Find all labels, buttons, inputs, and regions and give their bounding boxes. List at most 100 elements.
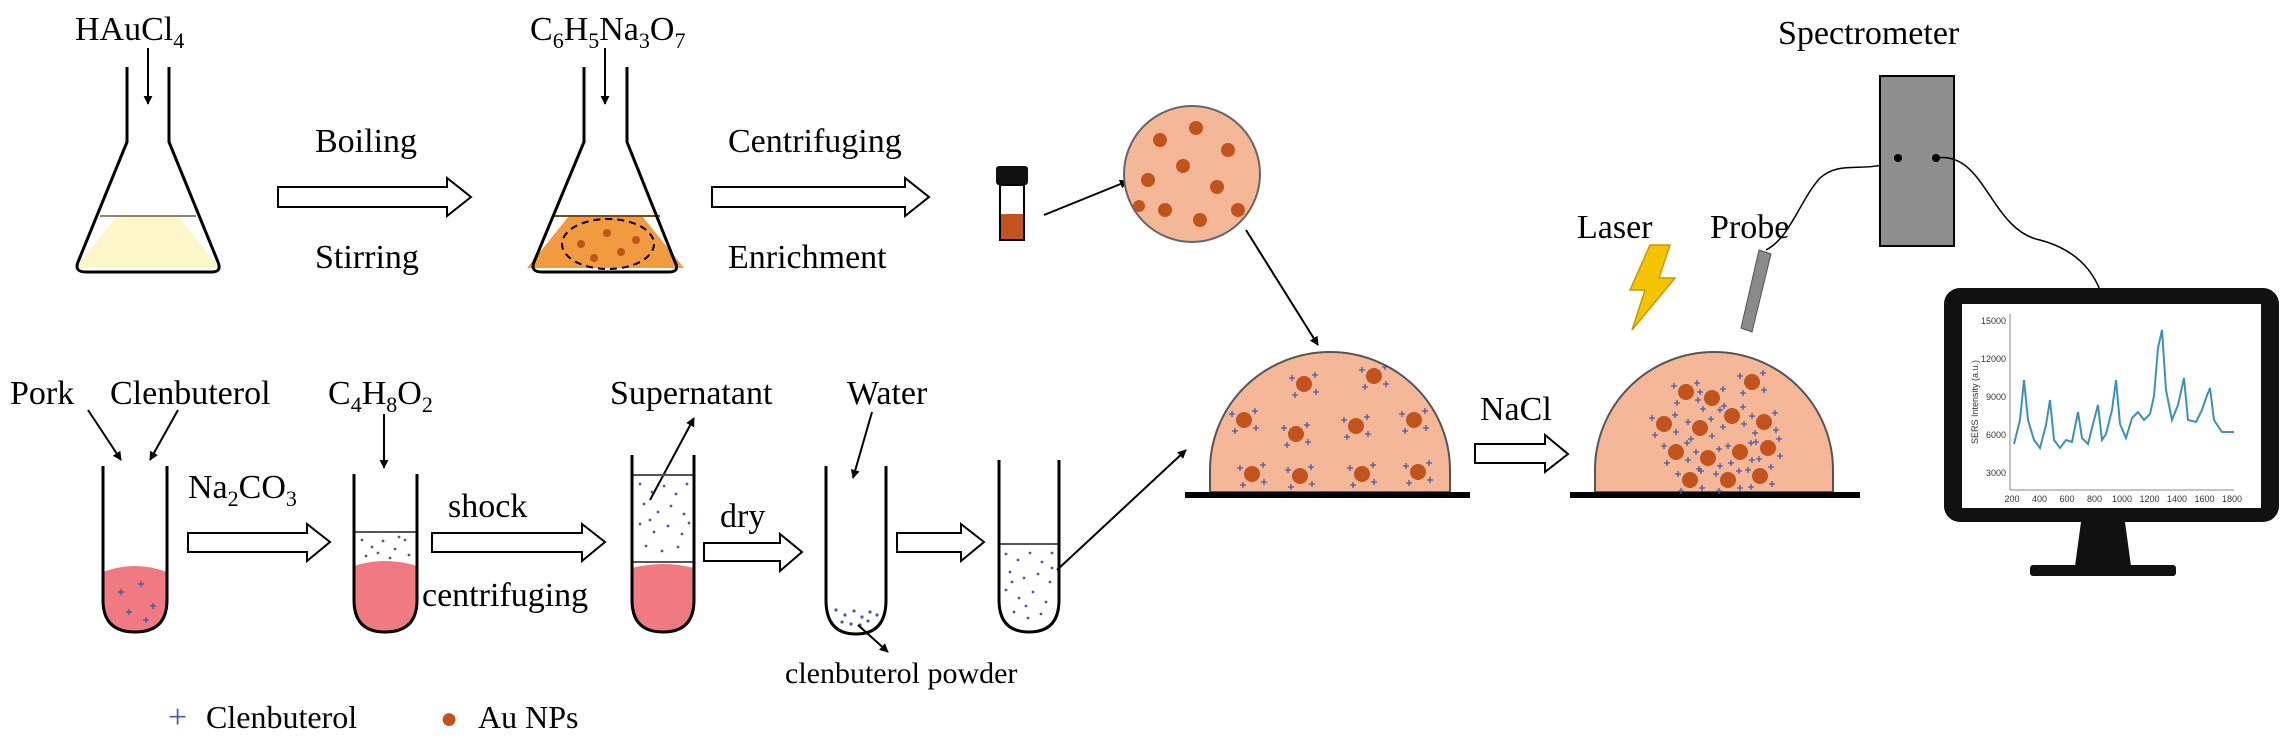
boiling-stirring-arrow (277, 175, 473, 219)
spectrum-x-tick: 200 (2004, 494, 2019, 504)
powder-arrow (857, 624, 889, 653)
haucl4-label: HAuCl4 (75, 11, 184, 53)
flask-gold-colloid (527, 67, 684, 274)
probe-cable (1765, 157, 1899, 251)
pork-label: Pork (10, 375, 74, 412)
supernatant-label: Supernatant (610, 375, 773, 412)
spectrum-x-tick: 1400 (2167, 494, 2187, 504)
legend: + Clenbuterol ● Au NPs (168, 699, 578, 736)
spectrum-ylabel: SERS Intensity (a.u.) (1970, 360, 1980, 444)
supernatant-arrow (649, 417, 695, 501)
monitor-icon (1944, 288, 2279, 576)
au-np-zoom-circle (1123, 105, 1261, 243)
functionalized-au-np (1713, 468, 1743, 494)
legend-clenbuterol-label: Clenbuterol (206, 699, 357, 735)
droplet-aggregated (1570, 351, 1860, 498)
functionalized-au-np (1685, 416, 1715, 442)
stirring-label: Stirring (315, 239, 419, 276)
spectrometer-icon (1879, 75, 1955, 247)
functionalized-au-np (1753, 436, 1783, 462)
spectrum-x-tick: 1200 (2139, 494, 2159, 504)
functionalized-au-np (1661, 440, 1691, 466)
functionalized-au-np (1671, 380, 1701, 406)
spectrum-x-tick: 1800 (2222, 494, 2242, 504)
na2co3-arrow (187, 521, 332, 564)
functionalized-au-np (1737, 370, 1767, 396)
flask-haucl4 (75, 67, 221, 274)
laser-bolt-icon (1628, 244, 1677, 331)
laser-label: Laser (1577, 209, 1653, 246)
clenbuterol-input-label: Clenbuterol (110, 375, 271, 412)
functionalized-au-np (1229, 408, 1259, 434)
functionalized-au-np (1675, 468, 1705, 494)
spectrometer-label: Spectrometer (1778, 15, 1960, 52)
shock-label: shock (448, 488, 527, 525)
functionalized-au-np (1749, 410, 1779, 436)
functionalized-au-np (1285, 464, 1315, 490)
tube-redissolved (997, 460, 1061, 634)
centrifuging-top-label: Centrifuging (728, 123, 902, 160)
spectrum-y-tick: 3000 (1986, 468, 2006, 478)
shock-centrifuging-arrow (431, 521, 607, 564)
vial-to-zoom-arrow (1043, 179, 1129, 216)
clenbuterol-input-arrow (149, 409, 179, 461)
spectrum-y-tick: 6000 (1986, 430, 2006, 440)
tube-centrifuged (630, 455, 696, 634)
functionalized-au-np (1745, 464, 1775, 490)
centrifuging-enrichment-arrow (711, 175, 931, 219)
functionalized-au-np (1649, 412, 1679, 438)
spectrum-x-tick: 1000 (2112, 494, 2132, 504)
functionalized-au-np (1717, 404, 1747, 430)
na2co3-label: Na2CO3 (188, 469, 297, 511)
haucl4-solution (76, 216, 220, 268)
dry-arrow (703, 531, 804, 574)
probe-icon (1740, 249, 1772, 333)
functionalized-au-np (1359, 364, 1389, 390)
dissolve-arrow (896, 521, 986, 564)
boiling-label: Boiling (315, 123, 417, 160)
functionalized-au-np (1289, 372, 1319, 398)
spectrum-line (2013, 329, 2234, 451)
spectrum-x-tick: 800 (2087, 494, 2102, 504)
tube-pork-sample (101, 466, 169, 634)
tube-extraction (352, 474, 419, 634)
water-label: Water (847, 375, 928, 412)
probe-label: Probe (1710, 209, 1789, 246)
functionalized-au-np (1399, 408, 1429, 434)
spectrum-x-tick: 1600 (2194, 494, 2214, 504)
sample-to-droplet-arrow (1056, 449, 1187, 571)
spectrum-y-tick: 15000 (1981, 316, 2006, 326)
dry-label: dry (720, 498, 765, 535)
functionalized-au-np (1347, 462, 1377, 488)
functionalized-au-np (1237, 462, 1267, 488)
pork-arrow (87, 409, 122, 461)
functionalized-au-np (1693, 446, 1723, 472)
functionalized-au-np (1725, 440, 1755, 466)
legend-au-label: Au NPs (478, 699, 578, 735)
functionalized-au-np (1281, 422, 1311, 448)
enriched-vial (996, 166, 1028, 241)
zoom-to-droplet-arrow (1245, 229, 1319, 346)
functionalized-au-np (1403, 460, 1433, 486)
tube-dried-powder (824, 466, 888, 636)
monitor-cable (1935, 156, 2101, 291)
np-zoom-ellipse (561, 218, 655, 270)
centrifuging-bottom-label: centrifuging (422, 577, 588, 614)
spectrum-y-tick: 12000 (1981, 354, 2006, 364)
droplet-mixed (1185, 351, 1470, 498)
nacl-label: NaCl (1480, 391, 1552, 428)
legend-clenbuterol-symbol: + (168, 699, 187, 736)
enrichment-label: Enrichment (728, 239, 887, 276)
spectrum-x-tick: 400 (2032, 494, 2047, 504)
legend-au-symbol: ● (440, 702, 458, 735)
sers-spectrum-plot: SERS Intensity (a.u.) 15000 12000 9000 6000… (1970, 314, 2242, 504)
functionalized-au-np (1697, 386, 1727, 412)
clenbuterol-powder-label: clenbuterol powder (785, 657, 1017, 690)
nacl-arrow (1474, 432, 1570, 475)
spectrum-y-tick: 9000 (1986, 392, 2006, 402)
functionalized-au-np (1341, 414, 1371, 440)
spectrum-x-tick: 600 (2059, 494, 2074, 504)
ethyl-acetate-label: C4H8O2 (328, 375, 433, 417)
